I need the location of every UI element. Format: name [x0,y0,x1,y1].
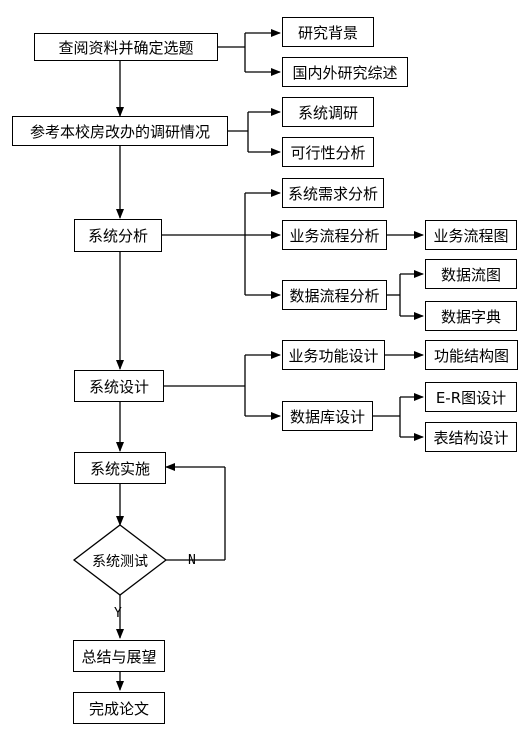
node-table-design: 表结构设计 [425,422,517,452]
node-function-structure: 功能结构图 [425,340,518,370]
node-background: 研究背景 [282,17,374,47]
node-survey-office: 参考本校房改办的调研情况 [12,116,228,146]
node-summary: 总结与展望 [73,640,165,672]
node-literature: 国内外研究综述 [282,57,408,87]
node-data-flow: 数据流程分析 [282,280,387,310]
node-testing-label: 系统测试 [92,554,148,570]
node-dfd: 数据流图 [425,259,517,289]
pass-yes-label: Y [114,606,122,621]
node-business-flow-chart: 业务流程图 [425,220,517,250]
decision-diamond [72,524,168,596]
node-feasibility: 可行性分析 [282,137,374,167]
node-research-topic: 查阅资料并确定选题 [34,33,218,61]
node-er-design: E-R图设计 [425,382,517,412]
node-system-analysis: 系统分析 [74,219,162,252]
node-function-design: 业务功能设计 [282,340,385,370]
node-system-design: 系统设计 [74,370,164,402]
node-system-survey: 系统调研 [282,97,374,127]
node-business-flow: 业务流程分析 [282,220,387,250]
node-requirements: 系统需求分析 [282,178,384,208]
node-thesis: 完成论文 [73,692,165,724]
node-database-design: 数据库设计 [282,401,373,431]
loop-no-label: N [188,553,196,568]
node-implementation: 系统实施 [74,452,166,484]
node-data-dictionary: 数据字典 [425,301,517,331]
